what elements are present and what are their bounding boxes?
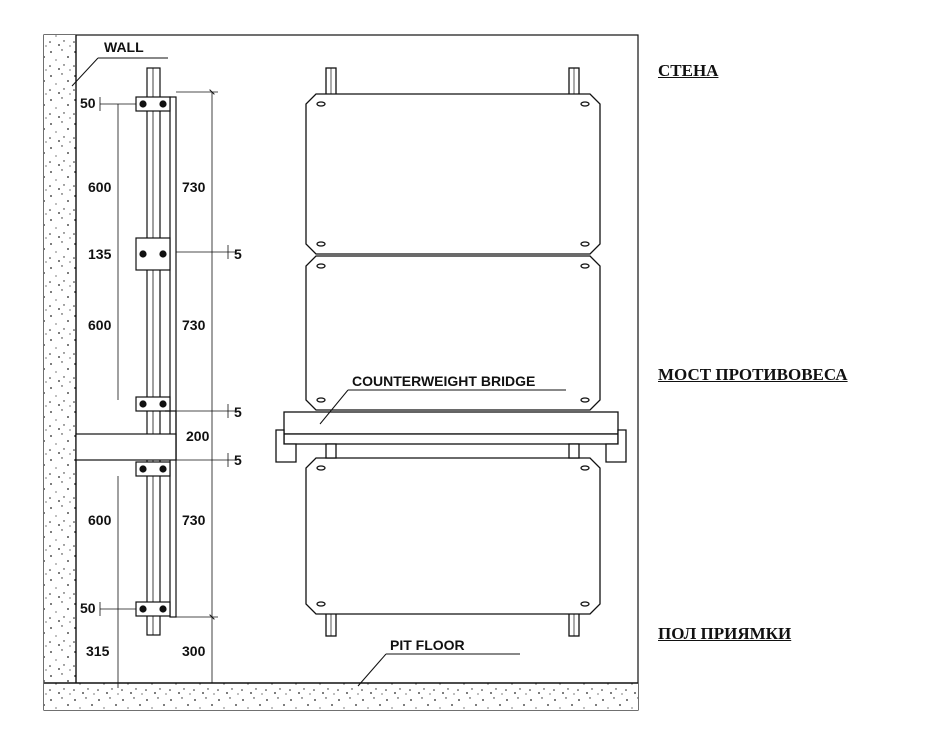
bridge-callout-leader bbox=[319, 389, 566, 425]
dim-lower-span: 600 bbox=[88, 512, 112, 528]
dim-upper-total: 730 bbox=[182, 179, 206, 195]
pit-floor-callout-leader bbox=[357, 653, 520, 687]
bridge-label-ru: МОСТ ПРОТИВОВЕСА bbox=[658, 365, 848, 384]
dimension-lines bbox=[99, 89, 235, 683]
pit-floor-label-ru: ПОЛ ПРИЯМКИ bbox=[658, 624, 792, 643]
wall-callout: WALL bbox=[104, 39, 144, 55]
wall-callout-leader bbox=[71, 57, 168, 87]
pit-floor-callout: PIT FLOOR bbox=[390, 637, 465, 653]
dim-mid-gap: 5 bbox=[234, 246, 242, 262]
dim-bridge-gap-bottom: 5 bbox=[234, 452, 242, 468]
dim-lower-total: 730 bbox=[182, 512, 206, 528]
pit-floor-hatch bbox=[44, 683, 638, 710]
side-view bbox=[75, 67, 177, 688]
dim-bottom-bolt: 50 bbox=[80, 600, 96, 616]
dim-middle-span: 600 bbox=[88, 317, 112, 333]
counterweight-bridge-callout: COUNTERWEIGHT BRIDGE bbox=[352, 373, 535, 389]
dim-bridge-gap-top: 5 bbox=[234, 404, 242, 420]
dim-floor-right: 300 bbox=[182, 643, 206, 659]
dim-middle-total: 730 bbox=[182, 317, 206, 333]
dim-floor-left: 315 bbox=[86, 643, 110, 659]
dim-upper-span: 600 bbox=[88, 179, 112, 195]
dim-top-bolt: 50 bbox=[80, 95, 96, 111]
dim-mid-bracket: 135 bbox=[88, 246, 112, 262]
wall-label-ru: СТЕНА bbox=[658, 61, 719, 80]
wall-hatch bbox=[44, 35, 76, 683]
dim-bridge-height: 200 bbox=[186, 428, 210, 444]
front-view bbox=[275, 67, 627, 637]
